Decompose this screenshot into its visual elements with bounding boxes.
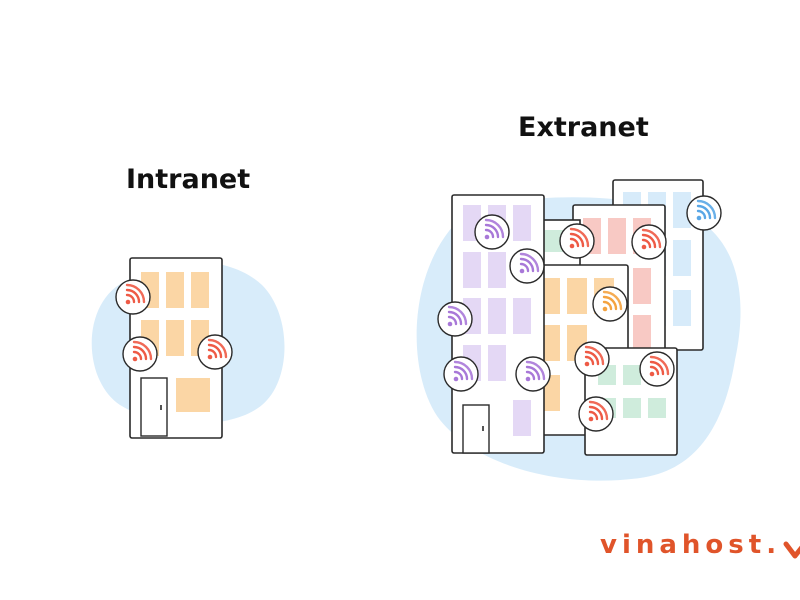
wifi-signal-icon <box>436 300 474 338</box>
wifi-signal-icon <box>591 285 629 323</box>
wifi-signal-icon <box>577 395 615 433</box>
wifi-signal-icon <box>114 278 152 316</box>
extranet-title: Extranet <box>518 112 649 143</box>
wifi-signal-icon <box>508 247 546 285</box>
brand-name: vinahost. <box>600 530 782 560</box>
intranet-title: Intranet <box>126 164 251 195</box>
wifi-signal-icon <box>558 222 596 260</box>
wifi-signal-icon <box>514 355 552 393</box>
wifi-signal-icon <box>121 335 159 373</box>
wifi-signal-icon <box>473 213 511 251</box>
brand-logo: vinahost. <box>600 530 800 560</box>
wifi-signal-icon <box>573 340 611 378</box>
wifi-signal-icon <box>442 355 480 393</box>
door-icon <box>462 404 490 454</box>
checkmark-icon <box>783 541 800 559</box>
wifi-signal-icon <box>630 223 668 261</box>
door-icon <box>140 377 168 437</box>
wifi-signal-icon <box>685 194 723 232</box>
wifi-signal-icon <box>638 350 676 388</box>
wifi-signal-icon <box>196 333 234 371</box>
